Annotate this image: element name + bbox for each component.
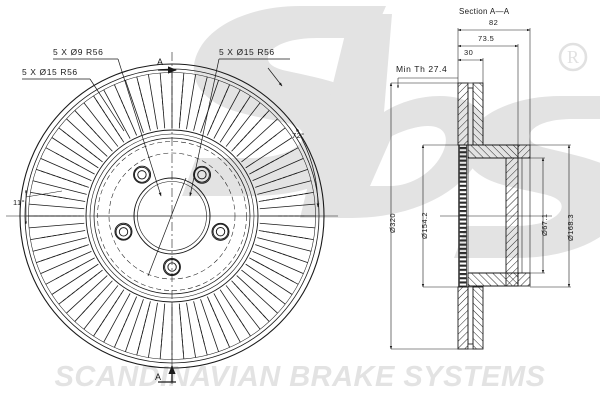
callout-holes-9: 5 X Ø9 R56 [53, 47, 104, 57]
section-hat [467, 144, 531, 287]
section-mark-top: A [157, 57, 164, 67]
section-mark-bottom: A [155, 372, 162, 382]
dim-hat-diameter: Ø168.3 [566, 213, 575, 241]
footer-watermark: SCANDINAVIAN BRAKE SYSTEMS [54, 361, 546, 393]
callout-holes-15-right: 5 X Ø15 R56 [219, 47, 275, 57]
dim-outer-diameter: Ø320 [388, 213, 397, 233]
callout-holes-15-left: 5 X Ø15 R56 [22, 67, 78, 77]
sbs-logo-watermark [182, 6, 600, 258]
note-min-thickness: Min Th 27.4 [396, 64, 448, 74]
svg-text:R: R [567, 47, 579, 67]
angle-bolt-pitch: 72° [292, 131, 305, 140]
section-view [389, 28, 571, 350]
front-view [6, 52, 338, 384]
dim-overall-width: 82 [489, 18, 499, 27]
dim-centre-bore: Ø67.1 [540, 213, 549, 236]
dim-inner-diameter: Ø154.2 [420, 211, 429, 239]
dim-offset-width: 73.5 [478, 34, 495, 43]
angle-vane: 11° [13, 198, 25, 207]
registered-mark-watermark: R [558, 42, 588, 72]
section-heading: Section A—A [459, 7, 510, 16]
dim-hat-depth: 30 [464, 48, 474, 57]
